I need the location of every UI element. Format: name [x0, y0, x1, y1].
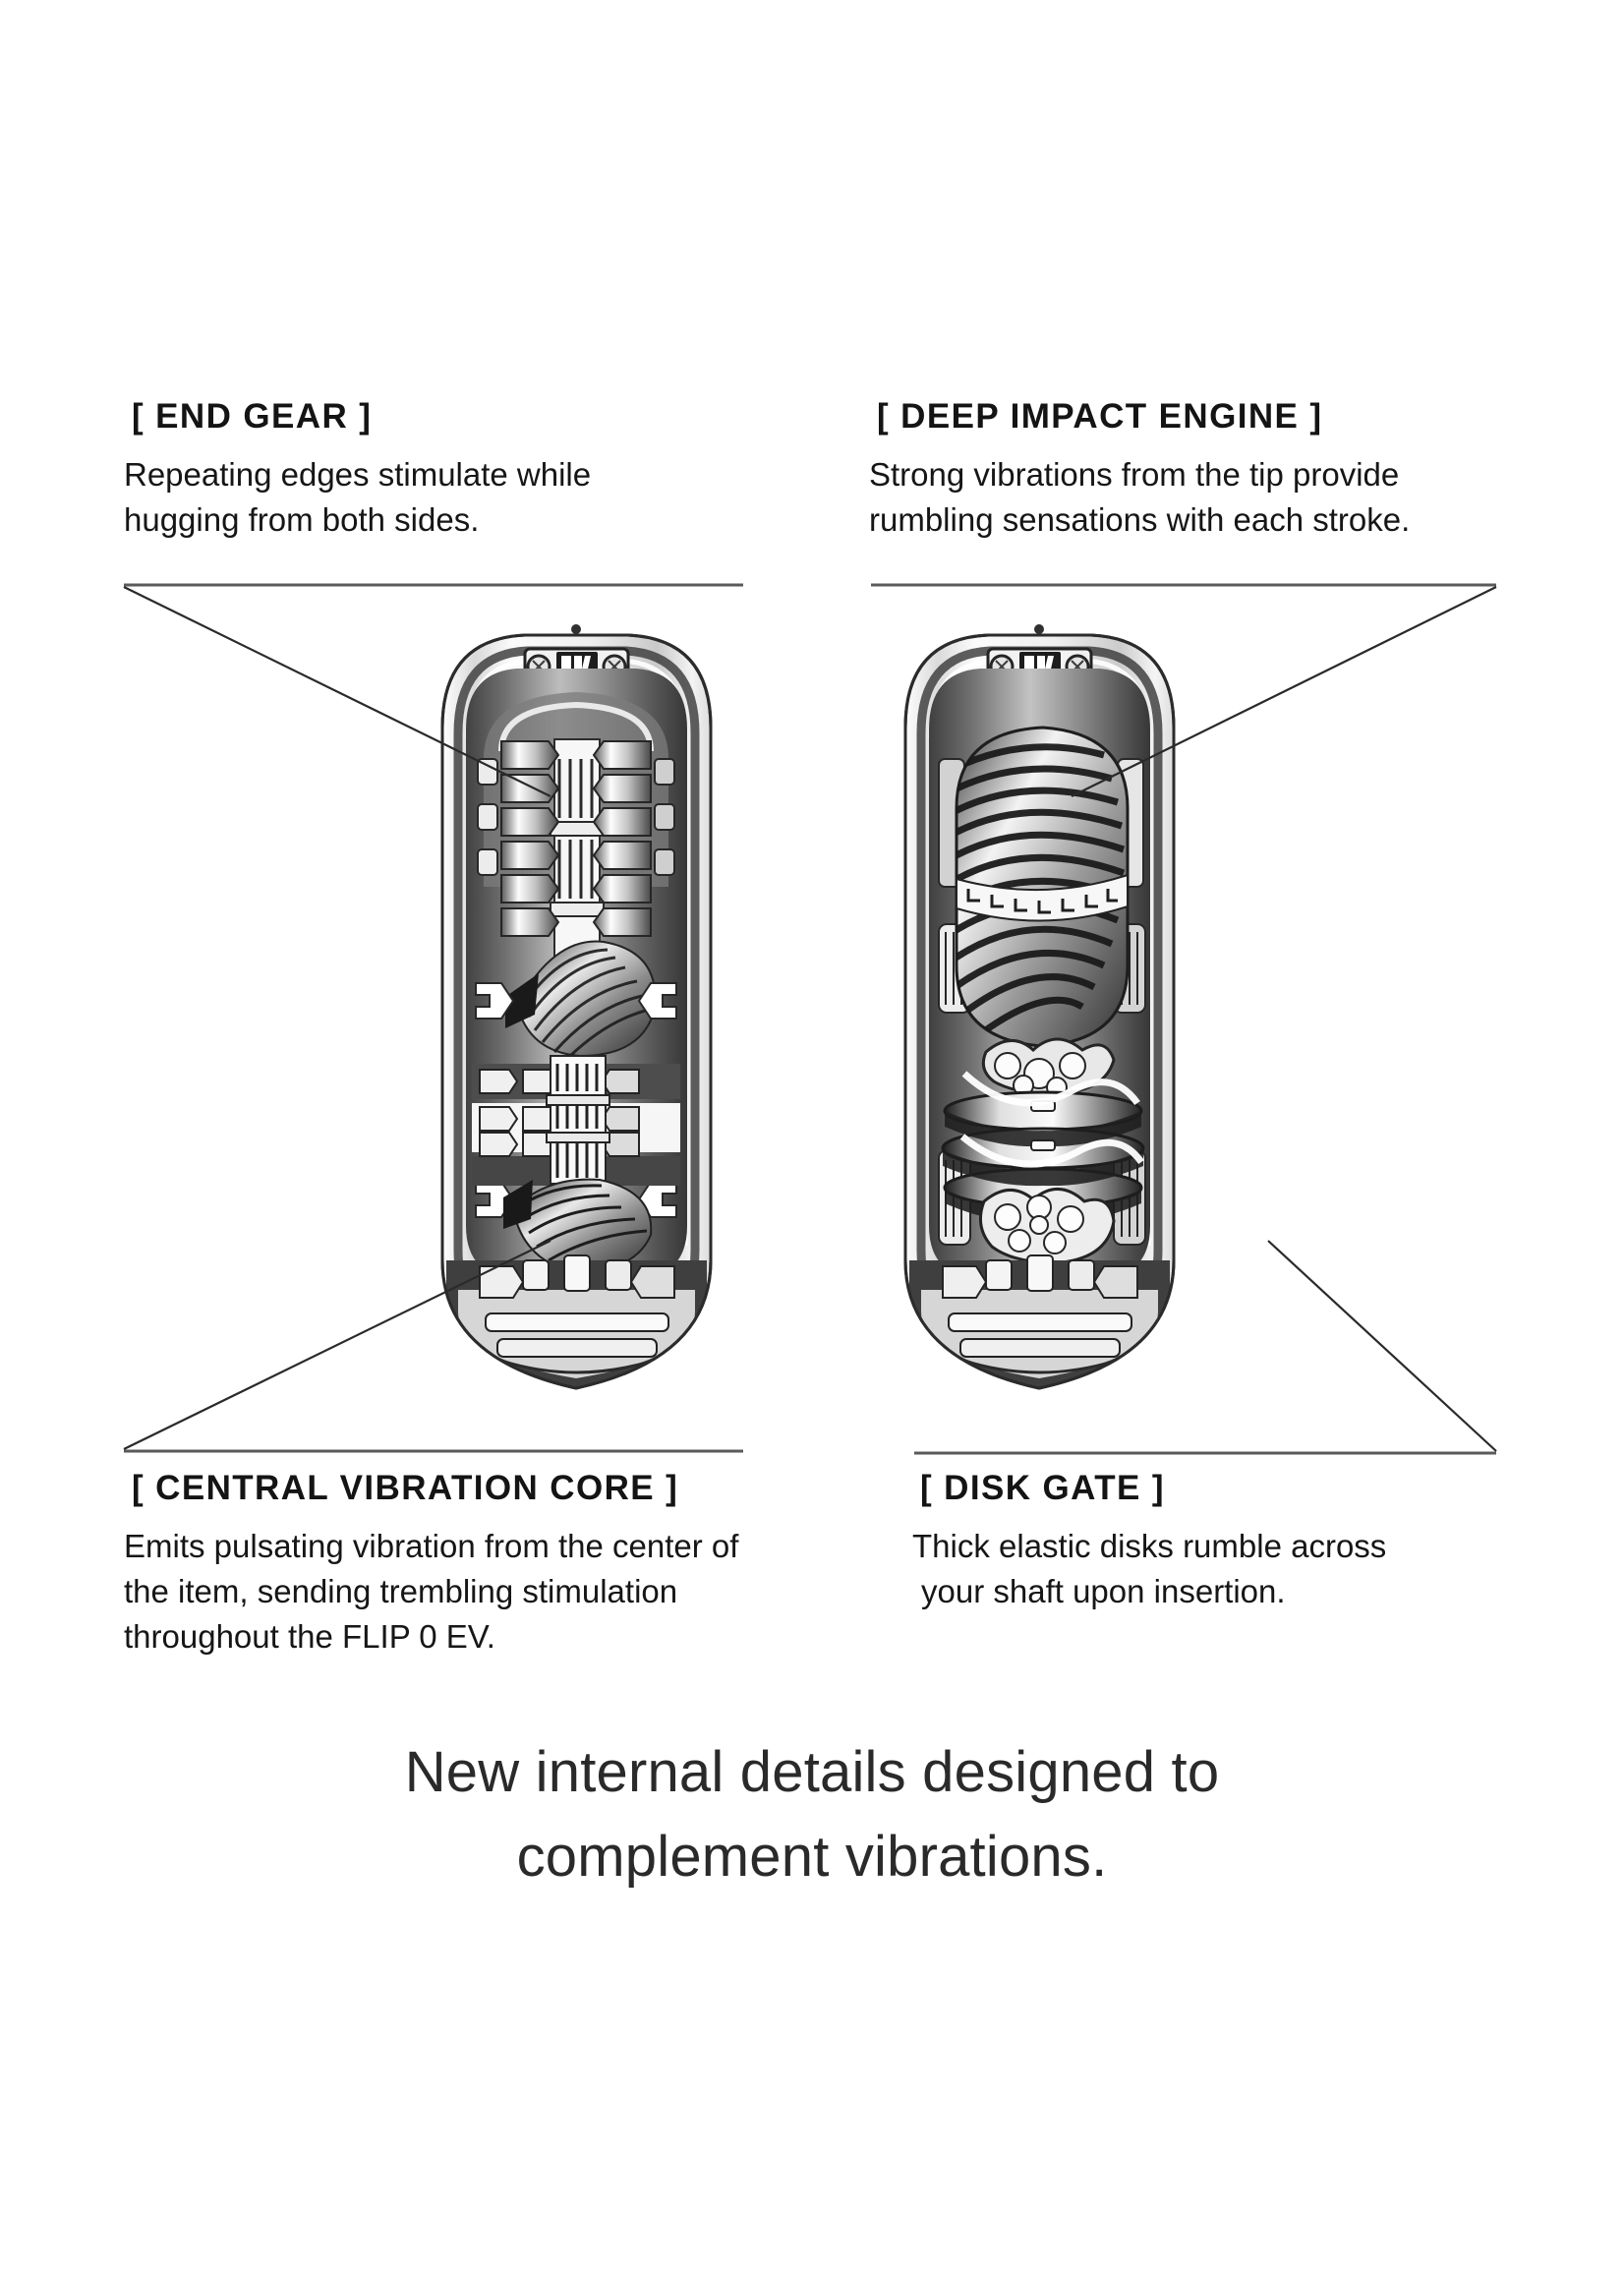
product-outline	[903, 633, 1176, 1390]
knob-cluster-upper	[981, 1037, 1116, 1098]
product-bottom-cap	[446, 1254, 707, 1388]
product-cutaway-left	[407, 612, 746, 1408]
callout-line: Strong vibrations from the tip provide	[869, 456, 1400, 493]
leader-disk-gate	[1267, 1240, 1497, 1452]
callout-end-gear-title: [ END GEAR ]	[132, 397, 373, 436]
callout-deep-impact-engine: [ DEEP IMPACT ENGINE ] Strong vibrations…	[869, 397, 1410, 543]
callout-line: hugging from both sides.	[124, 501, 480, 538]
callout-central-vibration-core-body: Emits pulsating vibration from the cente…	[124, 1524, 738, 1660]
product-inner-cavity	[466, 669, 687, 1280]
deep-impact-engine-bulb	[955, 726, 1130, 1048]
callout-line: Repeating edges stimulate while	[124, 456, 592, 493]
callout-central-vibration-core: [ CENTRAL VIBRATION CORE ] Emits pulsati…	[124, 1469, 738, 1660]
tagline-line-1: New internal details designed to	[404, 1740, 1220, 1804]
callout-deep-impact-engine-title: [ DEEP IMPACT ENGINE ]	[877, 397, 1323, 436]
callout-end-gear-body: Repeating edges stimulate while hugging …	[124, 452, 591, 543]
callout-deep-impact-engine-body: Strong vibrations from the tip provide r…	[869, 452, 1410, 543]
callout-disk-gate-body: Thick elastic disks rumble across your s…	[912, 1524, 1386, 1614]
knob-cluster-lower	[978, 1188, 1116, 1264]
tagline: New internal details designed to complem…	[0, 1730, 1624, 1899]
callout-disk-gate-title: [ DISK GATE ]	[920, 1469, 1165, 1507]
callout-line: the item, sending trembling stimulation	[124, 1573, 678, 1609]
tagline-line-2: complement vibrations.	[516, 1825, 1108, 1889]
twisted-core-upper	[505, 940, 657, 1058]
product-inner-cavity	[929, 669, 1150, 1280]
product-bottom-cap	[909, 1254, 1170, 1388]
callout-central-vibration-core-title: [ CENTRAL VIBRATION CORE ]	[132, 1469, 679, 1507]
product-cutaway-right	[870, 612, 1209, 1408]
callout-line: your shaft upon insertion.	[921, 1573, 1286, 1609]
callout-line: Emits pulsating vibration from the cente…	[124, 1528, 739, 1564]
callout-end-gear: [ END GEAR ] Repeating edges stimulate w…	[124, 397, 591, 543]
callout-line: rumbling sensations with each stroke.	[869, 501, 1411, 538]
callout-line: throughout the FLIP 0 EV.	[124, 1618, 495, 1655]
callout-line: Thick elastic disks rumble across	[912, 1528, 1387, 1564]
deep-impact-engine-band	[956, 873, 1129, 922]
central-vibration-core-band	[472, 1055, 680, 1186]
callout-disk-gate: [ DISK GATE ] Thick elastic disks rumble…	[912, 1469, 1386, 1614]
